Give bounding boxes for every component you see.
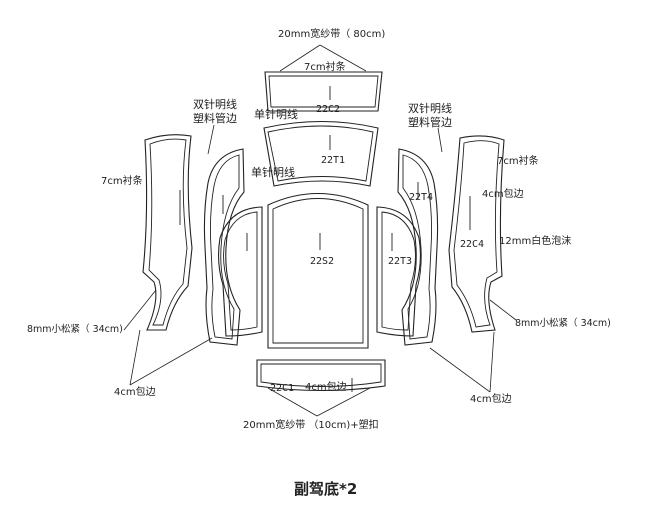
label-22t1: 22T1 [321,155,345,166]
piece-left-inner [217,206,263,337]
annotation-bottom-band: 20mm宽纱带 （10cm)+塑扣 [243,418,379,431]
annotation-right-bottom-binding: 4cm包边 [470,392,512,405]
annotation-bottom-binding: 4cm包边 [305,380,347,393]
piece-left-mid [203,148,245,346]
annotation-top-lining: 7cm衬条 [304,60,346,73]
annotation-left-double-stitch: 双针明线 [193,97,237,111]
piece-left-outer [142,134,193,331]
label-22s2: 22S2 [310,256,334,267]
annotation-right-binding: 4cm包边 [482,187,524,200]
piece-22c2 [264,71,383,112]
annotation-right-elastic: 8mm小松紧（ 34cm) [515,317,611,329]
annotation-single-stitch-top: 单针明线 [254,107,298,121]
annotation-white-foam: 12mm白色泡沫 [499,234,571,247]
piece-22t4 [397,148,439,346]
annotation-right-double-stitch: 双针明线 [408,101,452,115]
leader-lines [123,44,517,417]
piece-22c1 [256,359,386,392]
annotation-left-elastic: 8mm小松紧（ 34cm) [27,323,123,335]
piece-22t1 [263,121,379,187]
piece-22c4 [448,135,505,333]
label-22c4: 22C4 [460,239,484,250]
label-22c1: 22C1 [270,383,294,394]
piece-22s2 [267,193,369,349]
diagram-title: 副驾底*2 [294,480,357,498]
annotation-right-lining: 7cm衬条 [497,154,539,167]
label-22t4: 22T4 [409,192,433,203]
annotation-single-stitch-mid: 单针明线 [251,165,295,179]
annotation-left-binding: 4cm包边 [114,385,156,398]
label-22c2: 22C2 [316,104,340,115]
annotation-top-band: 20mm宽纱带（ 80cm) [278,27,385,40]
label-22t3: 22T3 [388,256,412,267]
annotation-right-plastic-edge: 塑料管边 [408,115,452,129]
annotation-left-lining: 7cm衬条 [101,174,143,187]
annotation-left-plastic-edge: 塑料管边 [193,111,237,125]
piece-22t3 [376,206,422,337]
